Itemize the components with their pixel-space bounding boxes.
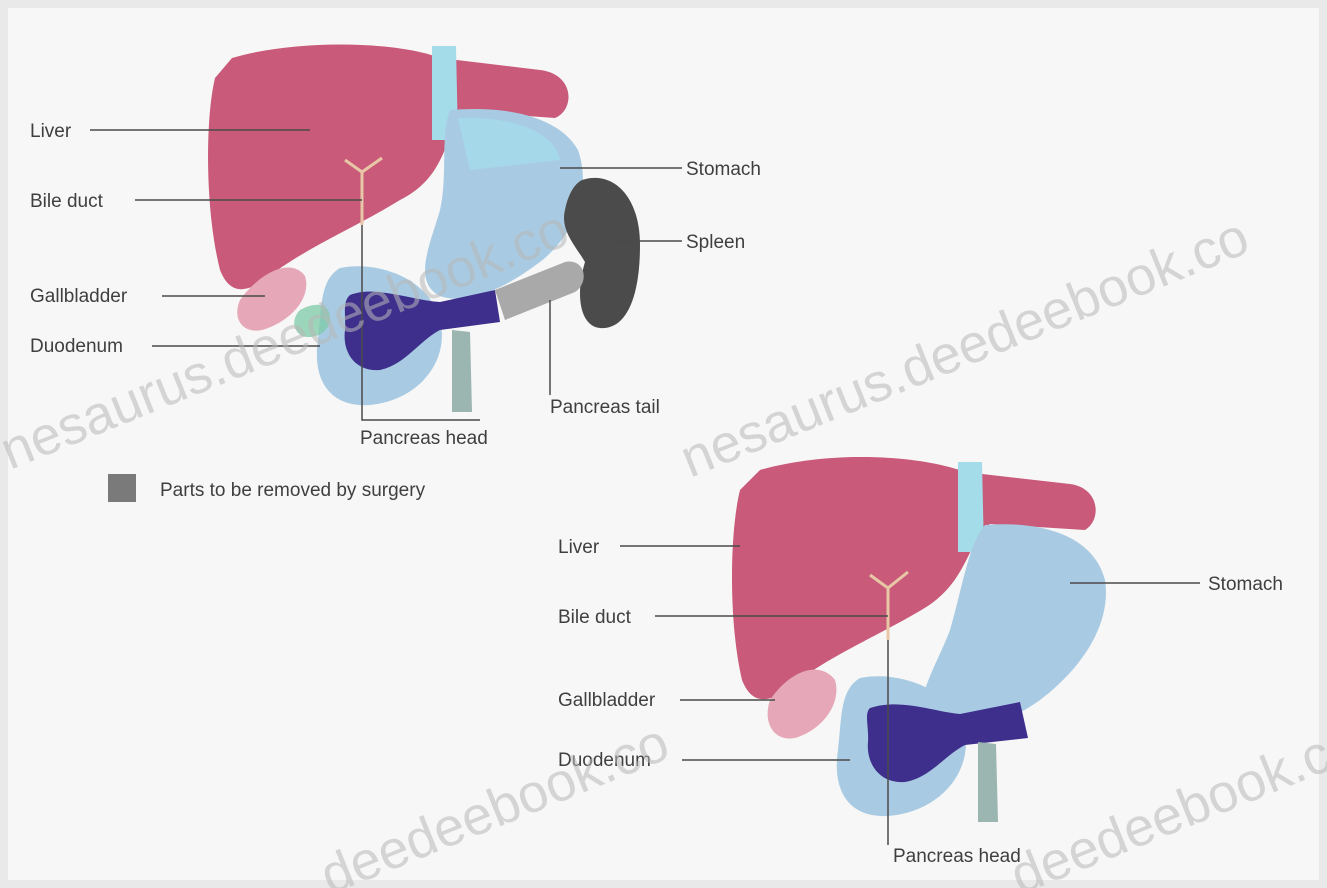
vessel-shape-2 <box>978 742 998 822</box>
label-pancreas-head-1: Pancreas head <box>360 428 488 449</box>
label-bile-duct-1: Bile duct <box>30 191 104 212</box>
label-duodenum-1: Duodenum <box>30 336 123 357</box>
label-pancreas-tail-1: Pancreas tail <box>550 397 660 418</box>
label-pancreas-head-2: Pancreas head <box>893 846 1021 867</box>
watermark-text-3: deedeebook.co <box>312 712 677 888</box>
legend-text: Parts to be removed by surgery <box>160 480 426 501</box>
legend-swatch <box>108 474 136 502</box>
label-gallbladder-1: Gallbladder <box>30 286 128 307</box>
label-bile-duct-2: Bile duct <box>558 607 632 628</box>
label-gallbladder-2: Gallbladder <box>558 690 656 711</box>
label-stomach-1: Stomach <box>686 159 761 180</box>
watermark-layer: nesaurus.deedeebook.co nesaurus.deedeebo… <box>0 198 1327 888</box>
label-liver-2: Liver <box>558 537 600 558</box>
label-spleen-1: Spleen <box>686 232 745 253</box>
label-stomach-2: Stomach <box>1208 574 1283 595</box>
watermark-text-4: deedeebook.co <box>1002 712 1327 888</box>
label-liver-1: Liver <box>30 121 72 142</box>
vessel-shape <box>452 330 472 412</box>
watermark-text-2: nesaurus.deedeebook.co <box>672 206 1257 489</box>
